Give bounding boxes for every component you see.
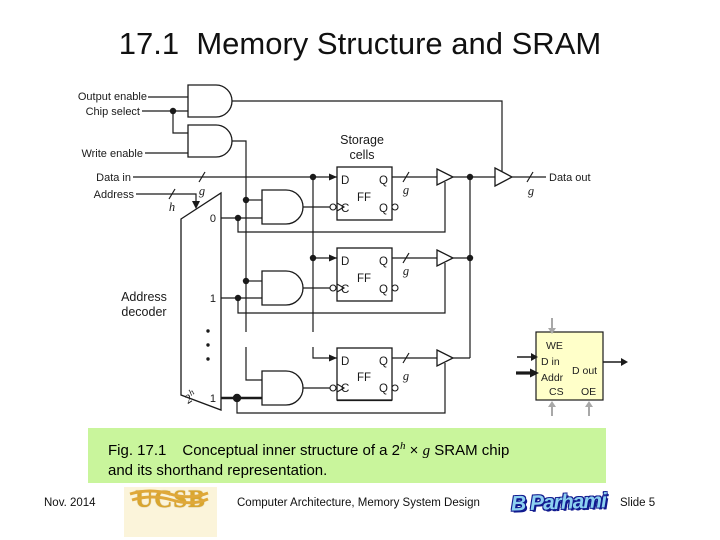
- chip-black-arrows: [516, 356, 621, 375]
- ff-name-label: FF: [357, 273, 371, 285]
- g-width-row1: g: [403, 264, 409, 278]
- decoder-row0-label: 0: [210, 213, 216, 225]
- ff-q-label: Q: [379, 175, 388, 187]
- ff-row-last: D Q FF C Q: [329, 347, 455, 401]
- ff-q-label: Q: [379, 256, 388, 268]
- chip-select-label: Chip select: [86, 106, 140, 118]
- clock-edge-icon: [336, 202, 346, 212]
- figure-number: Fig. 17.1: [108, 442, 167, 459]
- h-width-address: h: [169, 200, 175, 214]
- ff-d-label: D: [341, 175, 349, 187]
- chip-body: [535, 331, 604, 401]
- caption-text-2: SRAM chip: [430, 442, 510, 459]
- ff-qbar-label: Q: [379, 383, 388, 395]
- d-arrowhead: [329, 354, 337, 362]
- caption-exp-h: h: [400, 440, 406, 452]
- write-enable-label: Write enable: [81, 148, 143, 160]
- ff-q-label: Q: [379, 356, 388, 368]
- footer-date: Nov. 2014: [44, 497, 96, 509]
- address-decoder: [180, 191, 222, 411]
- d-arrowhead: [329, 254, 337, 262]
- h-exponent: h: [187, 387, 197, 398]
- clock-bubble: [329, 384, 337, 392]
- and-gate-row0: [261, 189, 304, 225]
- output-buffer: [494, 166, 514, 188]
- storage-cells-label-1: Storage: [340, 133, 384, 147]
- chip-gray-arrows: [551, 318, 590, 416]
- chip-dout-label: D out: [572, 365, 597, 377]
- chip-cs-label: CS: [549, 386, 564, 398]
- address-label: Address: [94, 189, 135, 201]
- row-buffer: [436, 348, 455, 368]
- figure-caption: Fig. 17.1 Conceptual inner structure of a…: [88, 428, 606, 483]
- row-ellipsis: [206, 329, 210, 361]
- and-gates: [187, 84, 304, 406]
- and-gate-oe-cs: [187, 84, 233, 118]
- sram-circuit-diagram: D Q FF C Q D Q FF C Q D Q FF C Q: [78, 84, 628, 416]
- caption-var-g: g: [422, 443, 431, 459]
- decoder-row1-label: 1: [210, 293, 216, 305]
- ff-name-label: FF: [357, 192, 371, 204]
- ff-c-label: C: [341, 203, 349, 215]
- parhami-logo: B Parhami: [510, 489, 607, 516]
- g-width-datain: g: [199, 184, 205, 198]
- caption-line-2: and its shorthand representation.: [108, 462, 328, 479]
- qbar-bubble: [391, 284, 399, 292]
- decoder-rowlast-label: 1: [210, 393, 216, 405]
- and-gate-row1: [261, 270, 304, 306]
- qbar-bubble: [391, 384, 399, 392]
- footer-course-title: Computer Architecture, Memory System Des…: [237, 497, 480, 509]
- clock-edge-icon: [336, 383, 346, 393]
- ff-box: [336, 347, 393, 401]
- address-arrowhead: [192, 201, 200, 209]
- chip-gray-arrowheads: [548, 328, 593, 407]
- ff-name-label: FF: [357, 372, 371, 384]
- data-out-label: Data out: [549, 172, 591, 184]
- ucsb-wave-icon: [129, 489, 209, 505]
- ff-d-label: D: [341, 356, 349, 368]
- storage-cells-label-2: cells: [349, 148, 374, 162]
- and-gate-we-cs: [187, 124, 233, 158]
- chip-din-label: D in: [541, 356, 560, 368]
- g-width-dataout: g: [528, 184, 534, 198]
- junction-dots: [169, 107, 474, 403]
- g-width-rowlast: g: [403, 369, 409, 383]
- ff-box: [336, 247, 393, 302]
- output-enable-label: Output enable: [78, 91, 147, 103]
- ff-qbar-label: Q: [379, 203, 388, 215]
- ff-row-0: D Q FF C Q: [329, 166, 455, 221]
- ff-d-label: D: [341, 256, 349, 268]
- ucsb-logo: UCSB: [124, 487, 217, 537]
- address-decoder-label-2: decoder: [121, 305, 166, 319]
- slide-title: 17.1 Memory Structure and SRAM: [118, 26, 602, 61]
- d-arrowhead: [329, 173, 337, 181]
- row-buffer: [436, 248, 455, 268]
- chip-addr-label: Addr: [541, 372, 564, 384]
- bus-slashes: [168, 171, 534, 364]
- address-decoder-label-1: Address: [121, 290, 167, 304]
- clock-edge-icon: [336, 283, 346, 293]
- qbar-bubble: [391, 203, 399, 211]
- sram-chip-symbol: WE D in Addr CS D out OE: [516, 318, 628, 416]
- clock-bubble: [329, 203, 337, 211]
- chip-black-arrowheads: [530, 353, 628, 378]
- clock-bubble: [329, 284, 337, 292]
- g-width-row0: g: [403, 183, 409, 197]
- footer-slide-number: Slide 5: [620, 497, 656, 509]
- data-in-label: Data in: [96, 172, 131, 184]
- caption-times: ×: [405, 442, 423, 459]
- ff-box: [336, 166, 393, 221]
- ff-qbar-label: Q: [379, 284, 388, 296]
- chip-we-label: WE: [546, 340, 563, 352]
- ff-row-1: D Q FF C Q: [329, 247, 455, 302]
- chip-oe-label: OE: [581, 386, 596, 398]
- ff-c-label: C: [341, 284, 349, 296]
- and-gate-rowlast: [261, 370, 304, 406]
- row-buffer: [436, 167, 455, 187]
- ff-c-label: C: [341, 383, 349, 395]
- caption-text-1: Conceptual inner structure of a 2: [182, 442, 400, 459]
